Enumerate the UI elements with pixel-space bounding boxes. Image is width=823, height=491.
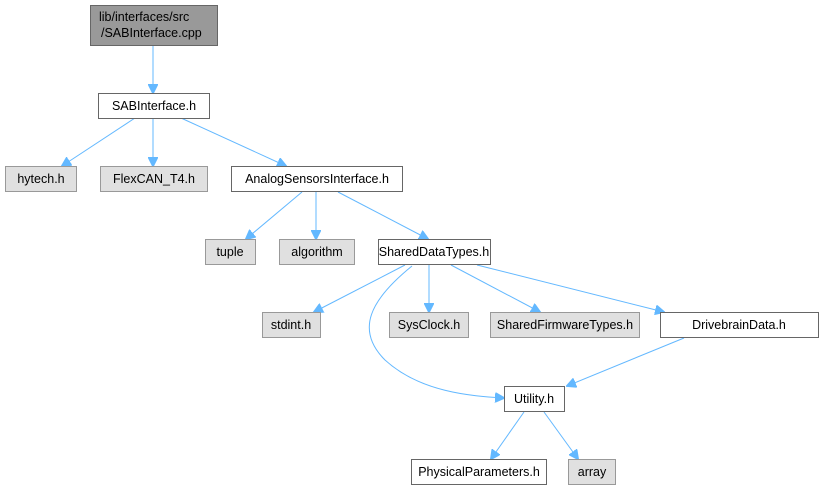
edge-sab-hytech [62,117,136,166]
node-label: AnalogSensorsInterface.h [245,172,389,186]
node-physicalparameters-h[interactable]: PhysicalParameters.h [411,459,547,485]
node-label: stdint.h [271,318,311,332]
node-label: algorithm [291,245,342,259]
node-stdint-h: stdint.h [262,312,321,338]
node-label: array [578,465,607,479]
edge-analog-shared [337,191,428,239]
edge-analog-tuple [246,191,303,239]
node-label: SABInterface.h [112,99,196,113]
node-root-label-line2: /SABInterface.cpp [101,26,202,40]
node-label: Utility.h [514,392,554,406]
node-hytech-h: hytech.h [5,166,77,192]
node-shareddatatypes-h[interactable]: SharedDataTypes.h [378,239,491,265]
node-algorithm: algorithm [279,239,355,265]
edge-shared-utility [368,265,504,398]
node-utility-h[interactable]: Utility.h [504,386,565,412]
edge-shared-stdint [314,264,406,312]
node-drivebraindata-h[interactable]: DrivebrainData.h [660,312,819,338]
node-label: DrivebrainData.h [692,318,786,332]
edge-shared-drivebrain [476,264,664,312]
node-analogsensorsinterface-h[interactable]: AnalogSensorsInterface.h [231,166,403,192]
edge-shared-sft [450,264,540,312]
node-label: hytech.h [17,172,64,186]
edge-sab-analog [180,117,286,166]
node-label: PhysicalParameters.h [418,465,540,479]
node-flexcan-h: FlexCAN_T4.h [100,166,208,192]
node-array: array [568,459,616,485]
node-sysclock-h: SysClock.h [389,312,469,338]
node-root: lib/interfaces/src /SABInterface.cpp [90,5,218,46]
node-label: SysClock.h [398,318,461,332]
node-label: SharedFirmwareTypes.h [497,318,633,332]
node-label: SharedDataTypes.h [379,245,490,259]
node-sharedfirmwaretypes-h: SharedFirmwareTypes.h [490,312,640,338]
edge-utility-array [543,411,578,459]
edge-drivebrain-utility [567,337,685,386]
node-label: FlexCAN_T4.h [113,172,195,186]
edge-utility-physical [491,411,525,459]
edges [62,45,685,459]
node-label: tuple [216,245,243,259]
node-root-label-line1: lib/interfaces/src [99,10,189,24]
node-tuple: tuple [205,239,256,265]
node-sabinterface-h[interactable]: SABInterface.h [98,93,210,119]
